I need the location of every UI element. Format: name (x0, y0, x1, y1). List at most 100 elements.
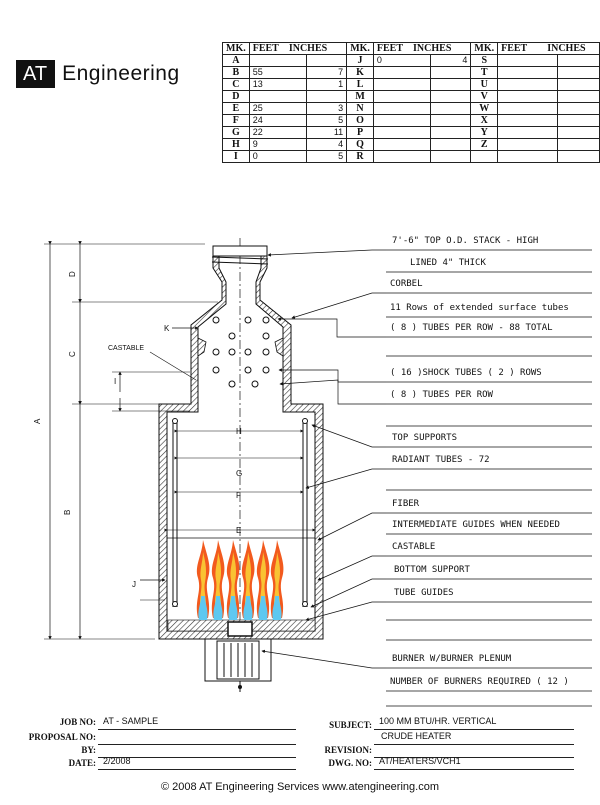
castable-side-label: CASTABLE (108, 345, 144, 352)
callout-leader (267, 249, 386, 257)
shock-tube (262, 366, 270, 374)
dimension-cell-mk: I (222, 150, 250, 163)
subject-line-1 (374, 729, 574, 730)
callout-leader (305, 468, 386, 489)
callout-leader (317, 512, 386, 541)
shock-tube (228, 380, 236, 388)
burner-flames (196, 540, 284, 620)
stack (158, 245, 324, 640)
subject-value-2: CRUDE HEATER (381, 731, 452, 741)
dimension-cell-inches: 4 (430, 54, 472, 67)
dim-label-f: F (236, 491, 241, 500)
dim-label-i: I (114, 377, 116, 386)
dim-label-h: H (236, 427, 242, 436)
proposal-no-label: PROPOSAL NO: (28, 732, 96, 742)
dimension-lines (44, 241, 316, 640)
proposal-no-line (98, 744, 296, 745)
dim-label-d: D (68, 271, 77, 277)
shock-tube (212, 366, 220, 374)
callouts: 7'-6" TOP O.D. STACK - HIGH LINED 4" THIC… (261, 236, 592, 707)
callout-leader (277, 317, 386, 338)
flame-base (228, 596, 238, 620)
footer-copyright: © 2008 AT Engineering Services www.ateng… (161, 781, 439, 793)
dim-label-e: E (236, 526, 241, 535)
revision-line (374, 757, 574, 758)
callout-text: FIBER (392, 499, 420, 509)
callout-leader (305, 601, 386, 621)
floor-castable (167, 619, 316, 637)
callout-leader (278, 368, 386, 383)
logo-name: Engineering (62, 62, 180, 85)
callout-text: 11 Rows of extended surface tubes (390, 303, 569, 313)
col-feet: FEET INCHES (248, 42, 348, 55)
burner-plenum (204, 638, 272, 692)
shock-tubes (212, 366, 270, 388)
date-value: 2/2008 (103, 756, 131, 766)
date-line (98, 769, 296, 770)
company-logo: AT Engineering (16, 60, 180, 88)
subject-value-1: 100 MM BTU/HR. VERTICAL (379, 716, 497, 726)
callout-text: BURNER W/BURNER PLENUM (392, 654, 512, 664)
by-label: BY: (81, 745, 96, 755)
dim-label-k: K (164, 324, 170, 333)
dimension-cell-feet (497, 150, 559, 163)
callout-leader (261, 649, 386, 669)
dimension-cell-inches (430, 150, 472, 163)
callout-text: ( 8 ) TUBES PER ROW - 88 TOTAL (390, 323, 553, 333)
logo-mark: AT (16, 60, 56, 88)
corbel (197, 337, 207, 357)
dim-label-a: A (33, 418, 42, 424)
callout-text: NUMBER OF BURNERS REQUIRED ( 12 ) (390, 677, 569, 687)
callout-text: CASTABLE (392, 542, 435, 552)
dim-label-c: C (68, 351, 77, 357)
dim-label-j: J (132, 580, 136, 589)
callout-text: RADIANT TUBES - 72 (392, 455, 490, 465)
dim-label-g: G (236, 469, 242, 478)
corbel (274, 337, 284, 357)
callout-text: ( 16 )SHOCK TUBES ( 2 ) ROWS (390, 368, 542, 378)
dimension-table: MK. FEET INCHES MK. FEET INCHES MK. FEET… (222, 42, 600, 163)
by-line (98, 757, 296, 758)
subject-label: SUBJECT: (329, 720, 372, 730)
convection-tube (212, 316, 220, 324)
dimension-cell-feet (372, 150, 432, 163)
callout-text: INTERMEDIATE GUIDES WHEN NEEDED (392, 520, 560, 530)
date-label: DATE: (68, 758, 96, 768)
shock-tube (244, 366, 252, 374)
dwg-no-label: DWG. NO: (328, 758, 373, 768)
callout-text: ( 8 ) TUBES PER ROW (390, 390, 494, 400)
convection-tube (262, 332, 270, 340)
convection-tube (244, 348, 252, 356)
job-no-value: AT - SAMPLE (103, 716, 159, 726)
callout-leader (311, 424, 386, 448)
callout-text: 7'-6" TOP O.D. STACK - HIGH (392, 236, 538, 246)
radiant-tubes (167, 418, 315, 607)
callout-text: LINED 4" THICK (410, 258, 486, 268)
dim-label-b: B (63, 510, 72, 515)
convection-tube (244, 316, 252, 324)
flame-base (213, 596, 223, 620)
callout-leader (291, 292, 386, 319)
dwg-no-line (374, 769, 574, 770)
revision-label: REVISION: (324, 745, 372, 755)
callout-leader (310, 578, 386, 608)
convection-tube (262, 348, 270, 356)
dwg-no-value: AT/HEATERS/VCH1 (379, 756, 461, 766)
subject-line-2 (374, 744, 574, 745)
convection-tube (212, 348, 220, 356)
callout-text: CORBEL (390, 279, 423, 289)
convection-tube (262, 316, 270, 324)
convection-tube (228, 348, 236, 356)
convection-tubes (212, 316, 270, 356)
flame-base (258, 596, 268, 620)
callout-text: BOTTOM SUPPORT (394, 565, 470, 575)
heater-diagram: A B C D I J K H G F E CASTABLE 7'-6" TOP… (33, 236, 592, 707)
callout-text: TOP SUPPORTS (392, 433, 457, 443)
callout-leader (317, 555, 386, 581)
job-no-line (98, 729, 296, 730)
callout-leader (279, 379, 386, 405)
